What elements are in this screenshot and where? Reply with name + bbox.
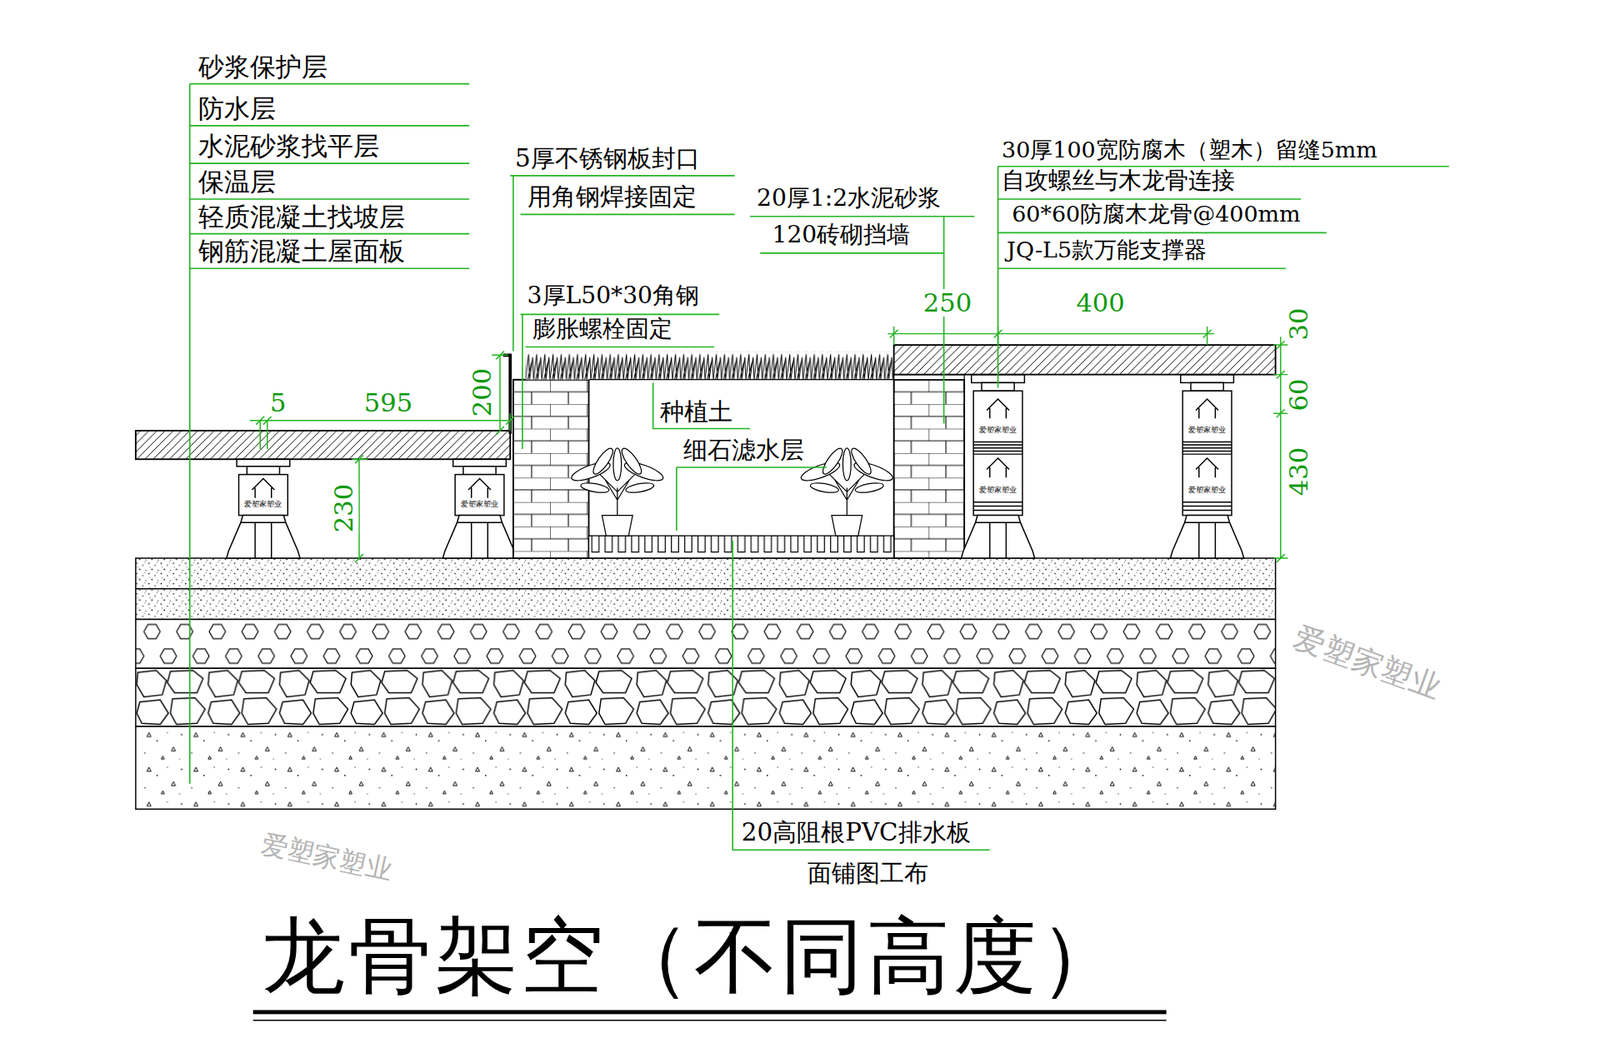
part-callout: 自攻螺丝与木龙骨连接 bbox=[1000, 168, 1237, 195]
dimension-value: 230 bbox=[330, 482, 359, 535]
part-callout: 5厚不锈钢板封口 bbox=[513, 145, 702, 172]
support-brand-text: 爱塑家塑业 bbox=[1186, 486, 1228, 495]
watermark: 爱塑家塑业 bbox=[1287, 620, 1447, 707]
part-callout: 20厚1:2水泥砂浆 bbox=[755, 185, 943, 212]
dimension-value: 250 bbox=[921, 289, 974, 318]
layer-callout: 防水层 bbox=[196, 95, 278, 124]
dimension-value: 595 bbox=[362, 389, 415, 418]
support-brand-text: 爱塑家塑业 bbox=[459, 500, 500, 509]
part-callout: 膨胀螺栓固定 bbox=[530, 316, 675, 343]
layer-callout: 轻质混凝土找坡层 bbox=[196, 203, 407, 232]
part-callout: 30厚100宽防腐木（塑木）留缝5mm bbox=[1000, 137, 1380, 163]
layer-callout: 保温层 bbox=[196, 168, 278, 197]
dimension-value: 5 bbox=[268, 389, 288, 418]
part-callout: 3厚L50*30角钢 bbox=[525, 283, 701, 310]
part-callout: 细石滤水层 bbox=[681, 436, 806, 464]
dimension-value: 430 bbox=[1285, 445, 1314, 497]
dimension-value: 200 bbox=[468, 366, 497, 419]
part-callout: 120砖砌挡墙 bbox=[770, 222, 912, 249]
layer-callout: 水泥砂浆找平层 bbox=[196, 132, 381, 161]
support-brand-text: 爱塑家塑业 bbox=[1186, 426, 1228, 435]
dimension-value: 30 bbox=[1285, 306, 1314, 343]
drawing-title: 龙骨架空（不同高度） bbox=[260, 910, 1128, 1003]
layer-callout: 钢筋混凝土屋面板 bbox=[196, 237, 407, 266]
support-brand-text: 爱塑家塑业 bbox=[977, 426, 1019, 435]
part-callout: 面铺图工布 bbox=[805, 860, 930, 887]
dimension-value: 60 bbox=[1285, 376, 1314, 413]
part-callout: JQ-L5款万能支撑器 bbox=[1005, 237, 1209, 263]
part-callout: 20高阻根PVC排水板 bbox=[740, 819, 973, 846]
part-callout: 60*60防腐木龙骨@400mm bbox=[1010, 201, 1302, 227]
watermark: 爱塑家塑业 bbox=[256, 828, 397, 885]
support-brand-text: 爱塑家塑业 bbox=[242, 500, 284, 509]
part-callout: 用角钢焊接固定 bbox=[525, 183, 699, 210]
layer-callout: 砂浆保护层 bbox=[196, 53, 330, 82]
dimension-value: 400 bbox=[1074, 289, 1126, 318]
part-callout: 种植土 bbox=[658, 398, 735, 425]
support-brand-text: 爱塑家塑业 bbox=[977, 486, 1019, 495]
